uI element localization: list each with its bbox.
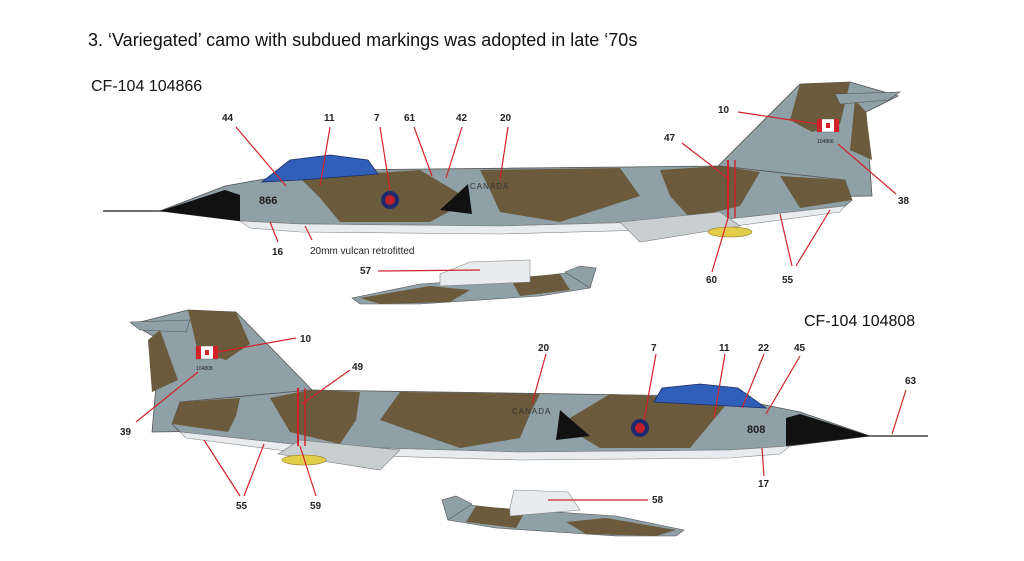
aircraft-1-callouts: 44 11 7 61 42 20 10 47 38 16 20mm vulcan… [222,105,910,286]
aircraft-1-roundel-centre [385,195,395,205]
aircraft-1-intake [440,184,472,214]
aircraft-1-wing-tip-tank [707,226,753,238]
aircraft-1-camo-patch [480,168,640,222]
callout-label: 38 [898,196,910,207]
aircraft-1-note: 20mm vulcan retrofitted [310,246,415,257]
aircraft-2-tailplane [129,319,191,333]
aircraft-2-nose-cone [786,414,870,446]
aircraft-1-wing [619,211,741,243]
callout-label: 49 [352,362,364,373]
callout-label: 61 [404,113,416,124]
aircraft-1-canopy [260,154,379,183]
aircraft-2-profile: 104808 808 CANADA [129,309,928,471]
callout-label: 57 [360,266,372,277]
callout-label: 63 [905,376,917,387]
aircraft-2-camo-patch [172,398,240,432]
aircraft-1-nose-cone [160,190,240,221]
aircraft-1-tailplane [834,91,902,105]
callout-label: 20 [538,343,550,354]
aircraft-1-fuselage-text: CANADA [470,182,509,191]
callout-label: 7 [374,113,380,124]
callout-label: 11 [719,343,730,354]
callout-label: 55 [236,501,248,512]
aircraft-2-camo-patch [270,390,360,444]
aircraft-1-camo-patch [780,176,852,208]
callout-label: 60 [706,275,718,286]
aircraft-2-callouts: 10 49 20 7 11 22 45 63 39 17 55 59 58 [120,334,917,512]
aircraft-1-profile: 104866 866 CANADA [103,81,902,243]
aircraft-1-drop-tank-detail [351,259,597,305]
aircraft-1-title: CF-104 104866 [91,78,203,95]
callout-label: 16 [272,247,284,258]
callout-label: 55 [782,275,794,286]
callout-label: 59 [310,501,322,512]
aircraft-2-roundel-centre [635,423,645,433]
aircraft-1-tail-camo-2 [850,100,872,160]
aircraft-1-tail-flag [816,118,840,133]
aircraft-1-tail-serial: 104866 [817,139,834,145]
aircraft-2-fuselage-text: CANADA [512,407,551,416]
aircraft-1-modex: 866 [259,195,277,207]
callout-label: 17 [758,479,770,490]
callout-label: 39 [120,427,132,438]
callout-label: 11 [324,113,335,124]
page-heading: 3. ‘Variegated’ camo with subdued markin… [88,30,638,50]
aircraft-2-camo-patch [380,392,540,448]
aircraft-2-canopy [653,383,768,409]
callout-label: 20 [500,113,512,124]
aircraft-2-title: CF-104 104808 [804,313,916,330]
callout-label: 44 [222,113,234,124]
aircraft-2-modex: 808 [747,424,765,436]
aircraft-2-tail-serial: 104808 [196,366,213,372]
aircraft-2-drop-tank-detail [441,489,685,537]
callout-label: 45 [794,343,806,354]
callout-label: 58 [652,495,664,506]
callout-label: 10 [718,105,730,116]
aircraft-2-wing [277,439,401,471]
callout-label: 47 [664,133,676,144]
aircraft-2-tail-flag [195,345,219,360]
aircraft-2-tail-camo-2 [148,330,178,392]
callout-label: 22 [758,343,770,354]
callout-label: 42 [456,113,468,124]
callout-label: 7 [651,343,657,354]
callout-label: 10 [300,334,312,345]
aircraft-2-intake [556,410,590,440]
